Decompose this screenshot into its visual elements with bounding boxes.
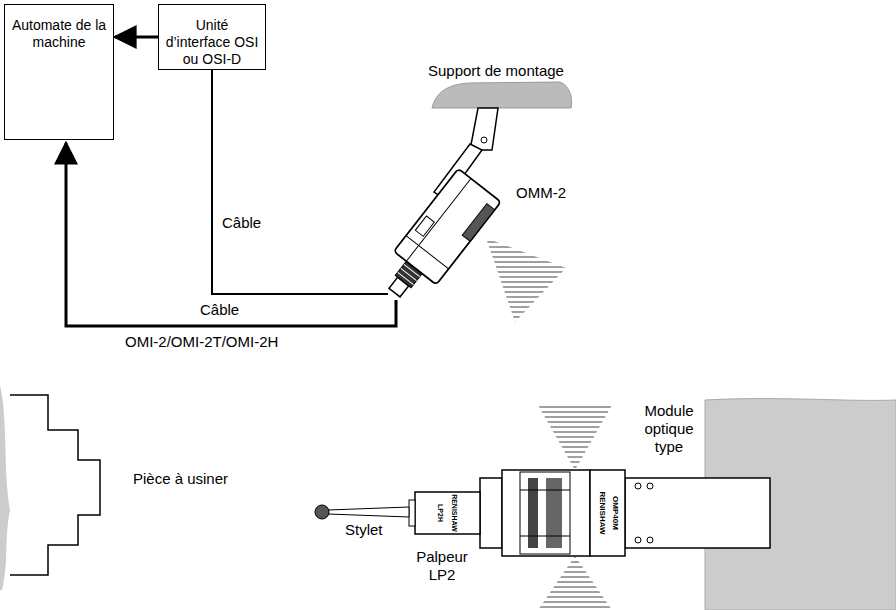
lp2-probe	[415, 492, 480, 534]
cable-wire	[212, 70, 388, 294]
part-label: OMM-2	[516, 184, 586, 202]
cable-label: Câble	[200, 301, 260, 319]
part-label: Stylet	[345, 521, 405, 539]
node-text: Unité d’interface OSI ou OSI-D	[164, 17, 260, 68]
cable-label: Câble	[222, 214, 282, 232]
node-text: Automate de la machine	[10, 17, 108, 51]
controller-box: Automate de la machine	[4, 4, 114, 140]
mounting-support	[432, 82, 572, 108]
part-label: Module optique type	[636, 402, 702, 456]
omm2-receiver	[374, 169, 501, 310]
light-beam	[538, 405, 612, 470]
light-beam	[538, 556, 612, 610]
brand-marking: RENISHAW	[598, 491, 607, 534]
shank	[625, 478, 770, 548]
bracket	[470, 108, 498, 150]
stylus	[328, 507, 409, 517]
part-label: Pièce à usiner	[133, 470, 263, 488]
workpiece	[10, 395, 100, 575]
model-marking: OMP40M	[611, 496, 620, 530]
part-label: Support de montage	[428, 62, 588, 80]
model-marking: LP2H	[436, 504, 444, 522]
omp40m-module	[480, 470, 625, 556]
light-beam	[486, 238, 566, 322]
workpiece-ground	[0, 385, 10, 590]
brand-marking: RENISHAW	[450, 494, 458, 532]
cable-wire	[66, 143, 396, 326]
interface-box: Unité d’interface OSI ou OSI-D	[158, 4, 266, 70]
part-label: OMI-2/OMI-2T/OMI-2H	[125, 333, 325, 351]
stylus-ball	[315, 505, 329, 519]
signal-arrow	[115, 36, 158, 39]
part-label: Palpeur LP2	[408, 548, 476, 584]
